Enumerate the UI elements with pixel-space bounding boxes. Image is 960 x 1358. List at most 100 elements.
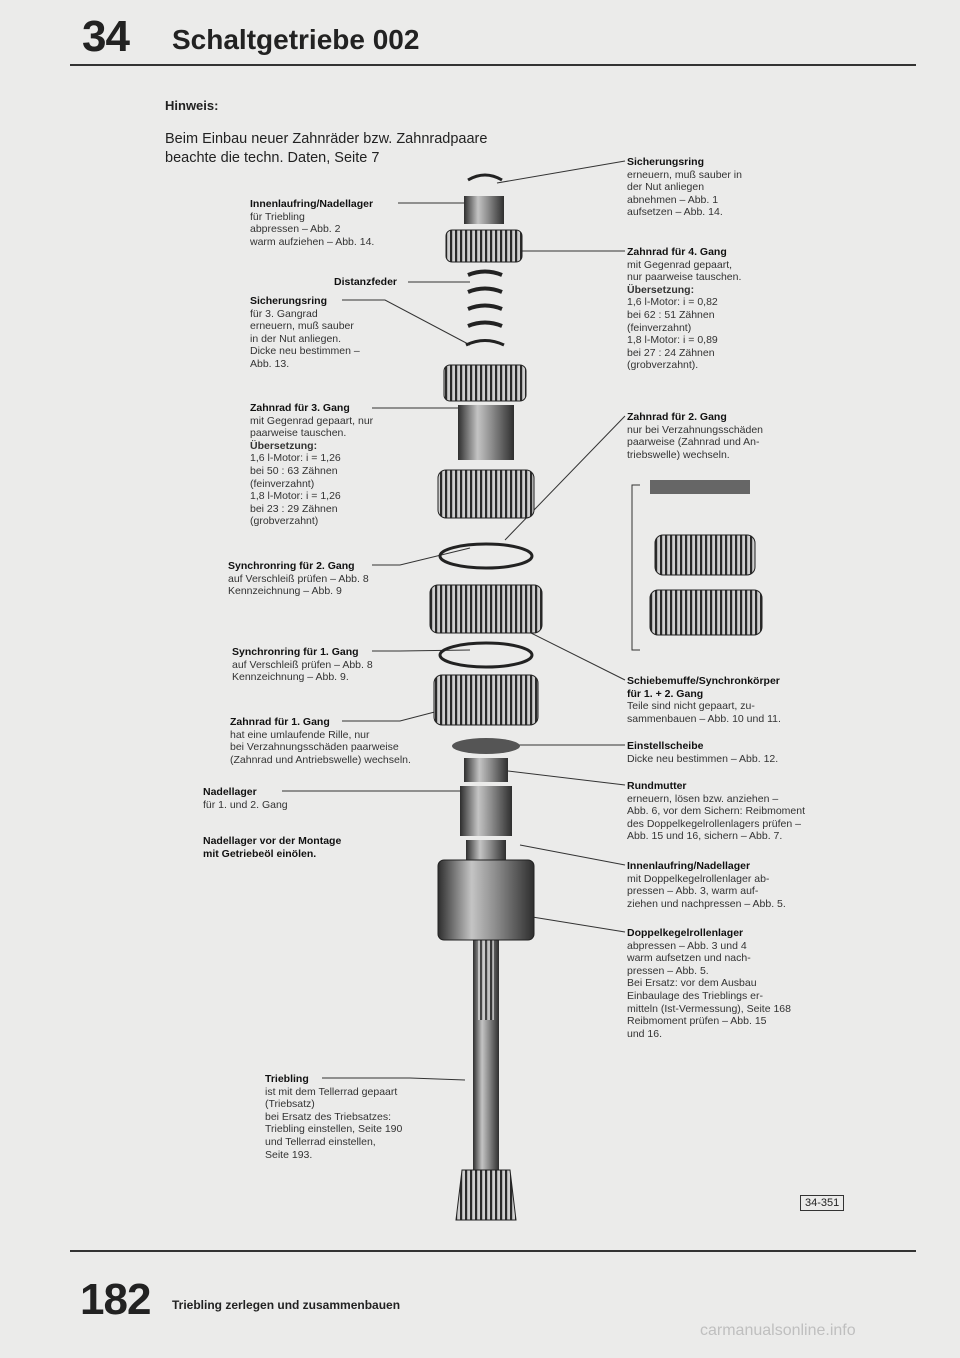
label-line: (grobverzahnt) [250,515,319,528]
label-line: warm aufziehen – Abb. 14. [250,235,375,248]
label-line: Kennzeichnung – Abb. 9 [228,585,342,598]
label-line: und 16. [627,1027,663,1040]
label-line: nur bei Verzahnungsschäden [627,423,764,436]
label-line: auf Verschleiß prüfen – Abb. 8 [232,658,373,671]
label-title: Zahnrad für 4. Gang [627,246,727,258]
shim [452,738,520,754]
label-line: 1,8 l-Motor: i = 0,89 [627,334,718,347]
label-line: ist mit dem Tellerrad gepaart [265,1085,398,1098]
label-line: der Nut anliegen [627,181,705,194]
label-title: Zahnrad für 1. Gang [230,716,330,728]
label-line: bei 27 : 24 Zähnen [627,346,715,359]
leader-lines [282,160,626,1081]
gear-3rd [443,364,527,402]
watermark: carmanualsonline.info [700,1322,856,1339]
label-line: des Doppelkegelrollenlagers prüfen – [627,817,801,830]
label-line: 1,8 l-Motor: i = 1,26 [250,490,341,503]
hint-text: Beim Einbau neuer Zahnräder bzw. Zahnrad… [165,131,488,166]
label-line: triebswelle) wechseln. [627,448,730,461]
label-line: und Tellerrad einstellen, [265,1135,376,1148]
label-line: hat eine umlaufende Rille, nur [230,728,370,741]
footer-title: Triebling zerlegen und zusammenbauen [172,1298,401,1312]
page-title: Schaltgetriebe 002 [172,24,420,55]
label-line: mit Gegenrad gepaart, [627,258,733,271]
label-line: mit Gegenrad gepaart, nur [250,414,374,427]
label-line: paarweise (Zahnrad und An- [627,436,760,449]
label-title: Sicherungsring [250,295,328,307]
sleeve-synchro [429,584,543,634]
label-spacer-spring: Distanzfeder [334,276,397,289]
label-line: in der Nut anliegen. [250,332,342,345]
label-shim: Einstellscheibe Dicke neu bestimmen – Ab… [627,740,778,765]
gear-4th [445,229,523,263]
label-line: für 1. + 2. Gang [627,687,704,700]
synchro-inset [631,480,763,651]
label-line: für 1. und 2. Gang [203,798,288,811]
figure-code: 34-351 [800,1195,845,1211]
circlip-3rd [465,339,505,347]
label-line: Triebling einstellen, Seite 190 [265,1123,403,1136]
label-line: Dicke neu bestimmen – Abb. 12. [627,752,779,765]
label-line: Abb. 6, vor dem Sichern: Reibmoment [627,805,805,818]
label-line: 1,6 l-Motor: i = 1,26 [250,452,341,465]
bottom-divider [70,1250,916,1252]
label-line: Kennzeichnung – Abb. 9. [232,671,349,684]
label-tapered-roller-bearing: Doppelkegelrollenlager abpressen – Abb. … [627,927,791,1040]
label-line: (feinverzahnt) [627,321,692,334]
label-line: bei Verzahnungsschäden paarweise [230,741,399,754]
label-title: Distanzfeder [334,276,398,288]
label-title: Zahnrad für 2. Gang [627,411,727,423]
label-line: aufsetzen – Abb. 14. [627,206,723,219]
section-number: 34 [82,12,130,61]
label-needle-bearing: Nadellager für 1. und 2. Gang [203,786,288,811]
needle-bearing-lower [460,786,512,836]
label-title: Synchronring für 2. Gang [228,560,355,572]
tapered-roller-bearing [437,859,535,941]
top-divider [70,64,916,66]
label-line: bei 23 : 29 Zähnen [250,502,338,515]
synchro-ring-2nd [438,542,534,570]
needle-bearing-upper [458,405,514,460]
gear-stack [429,173,543,1221]
label-title: Einstellscheibe [627,740,704,752]
spacer-spring [467,269,503,328]
label-line: auf Verschleiß prüfen – Abb. 8 [228,572,369,585]
label-pinion: Triebling ist mit dem Tellerrad gepaart … [265,1073,402,1161]
label-line: ziehen und nachpressen – Abb. 5. [627,897,786,910]
label-line: abnehmen – Abb. 1 [627,193,719,206]
label-line: abpressen – Abb. 3 und 4 [627,939,747,952]
synchro-ring-1st [438,641,534,669]
label-line: Reibmoment prüfen – Abb. 15 [627,1015,767,1028]
label-title: Rundmutter [627,780,687,792]
label-line: Abb. 13. [250,357,290,370]
label-line: (feinverzahnt) [250,477,315,490]
label-needle-bearing-oil-note: Nadellager vor der Montage mit Getriebeö… [203,835,341,860]
label-line: Einbaulage des Trieblings er- [627,989,763,1002]
page-number: 182 [80,1275,151,1324]
label-gear-2nd: Zahnrad für 2. Gang nur bei Verzahnungss… [627,411,763,461]
label-title: Doppelkegelrollenlager [627,927,744,939]
label-line: warm aufsetzen und nach- [627,952,751,965]
label-title: Zahnrad für 3. Gang [250,402,350,414]
pinion-head [455,1169,517,1221]
label-title: Innenlaufring/Nadellager [627,860,751,872]
label-synchro-ring-2nd: Synchronring für 2. Gang auf Verschleiß … [228,560,369,598]
label-line: erneuern, muß sauber in [627,168,742,181]
label-line: mit Doppelkegelrollenlager ab- [627,872,770,885]
label-line: abpressen – Abb. 2 [250,223,341,236]
label-line: Übersetzung: [250,439,318,452]
label-line: für 3. Gangrad [250,307,318,320]
label-title: Innenlaufring/Nadellager [250,198,374,210]
label-line: Übersetzung: [627,283,695,296]
label-line: Teile sind nicht gepaart, zu- [627,700,755,713]
label-line: pressen – Abb. 3, warm auf- [627,885,759,898]
label-line: 1,6 l-Motor: i = 0,82 [627,296,718,309]
round-nut [464,758,508,782]
label-gear-3rd: Zahnrad für 3. Gang mit Gegenrad gepaart… [250,402,373,528]
label-line: erneuern, muß sauber [250,320,354,333]
label-line: mit Getriebeöl einölen. [203,847,317,860]
label-round-nut: Rundmutter erneuern, lösen bzw. anziehen… [627,780,805,843]
gear-2nd [437,469,535,519]
label-title: Triebling [265,1073,309,1085]
